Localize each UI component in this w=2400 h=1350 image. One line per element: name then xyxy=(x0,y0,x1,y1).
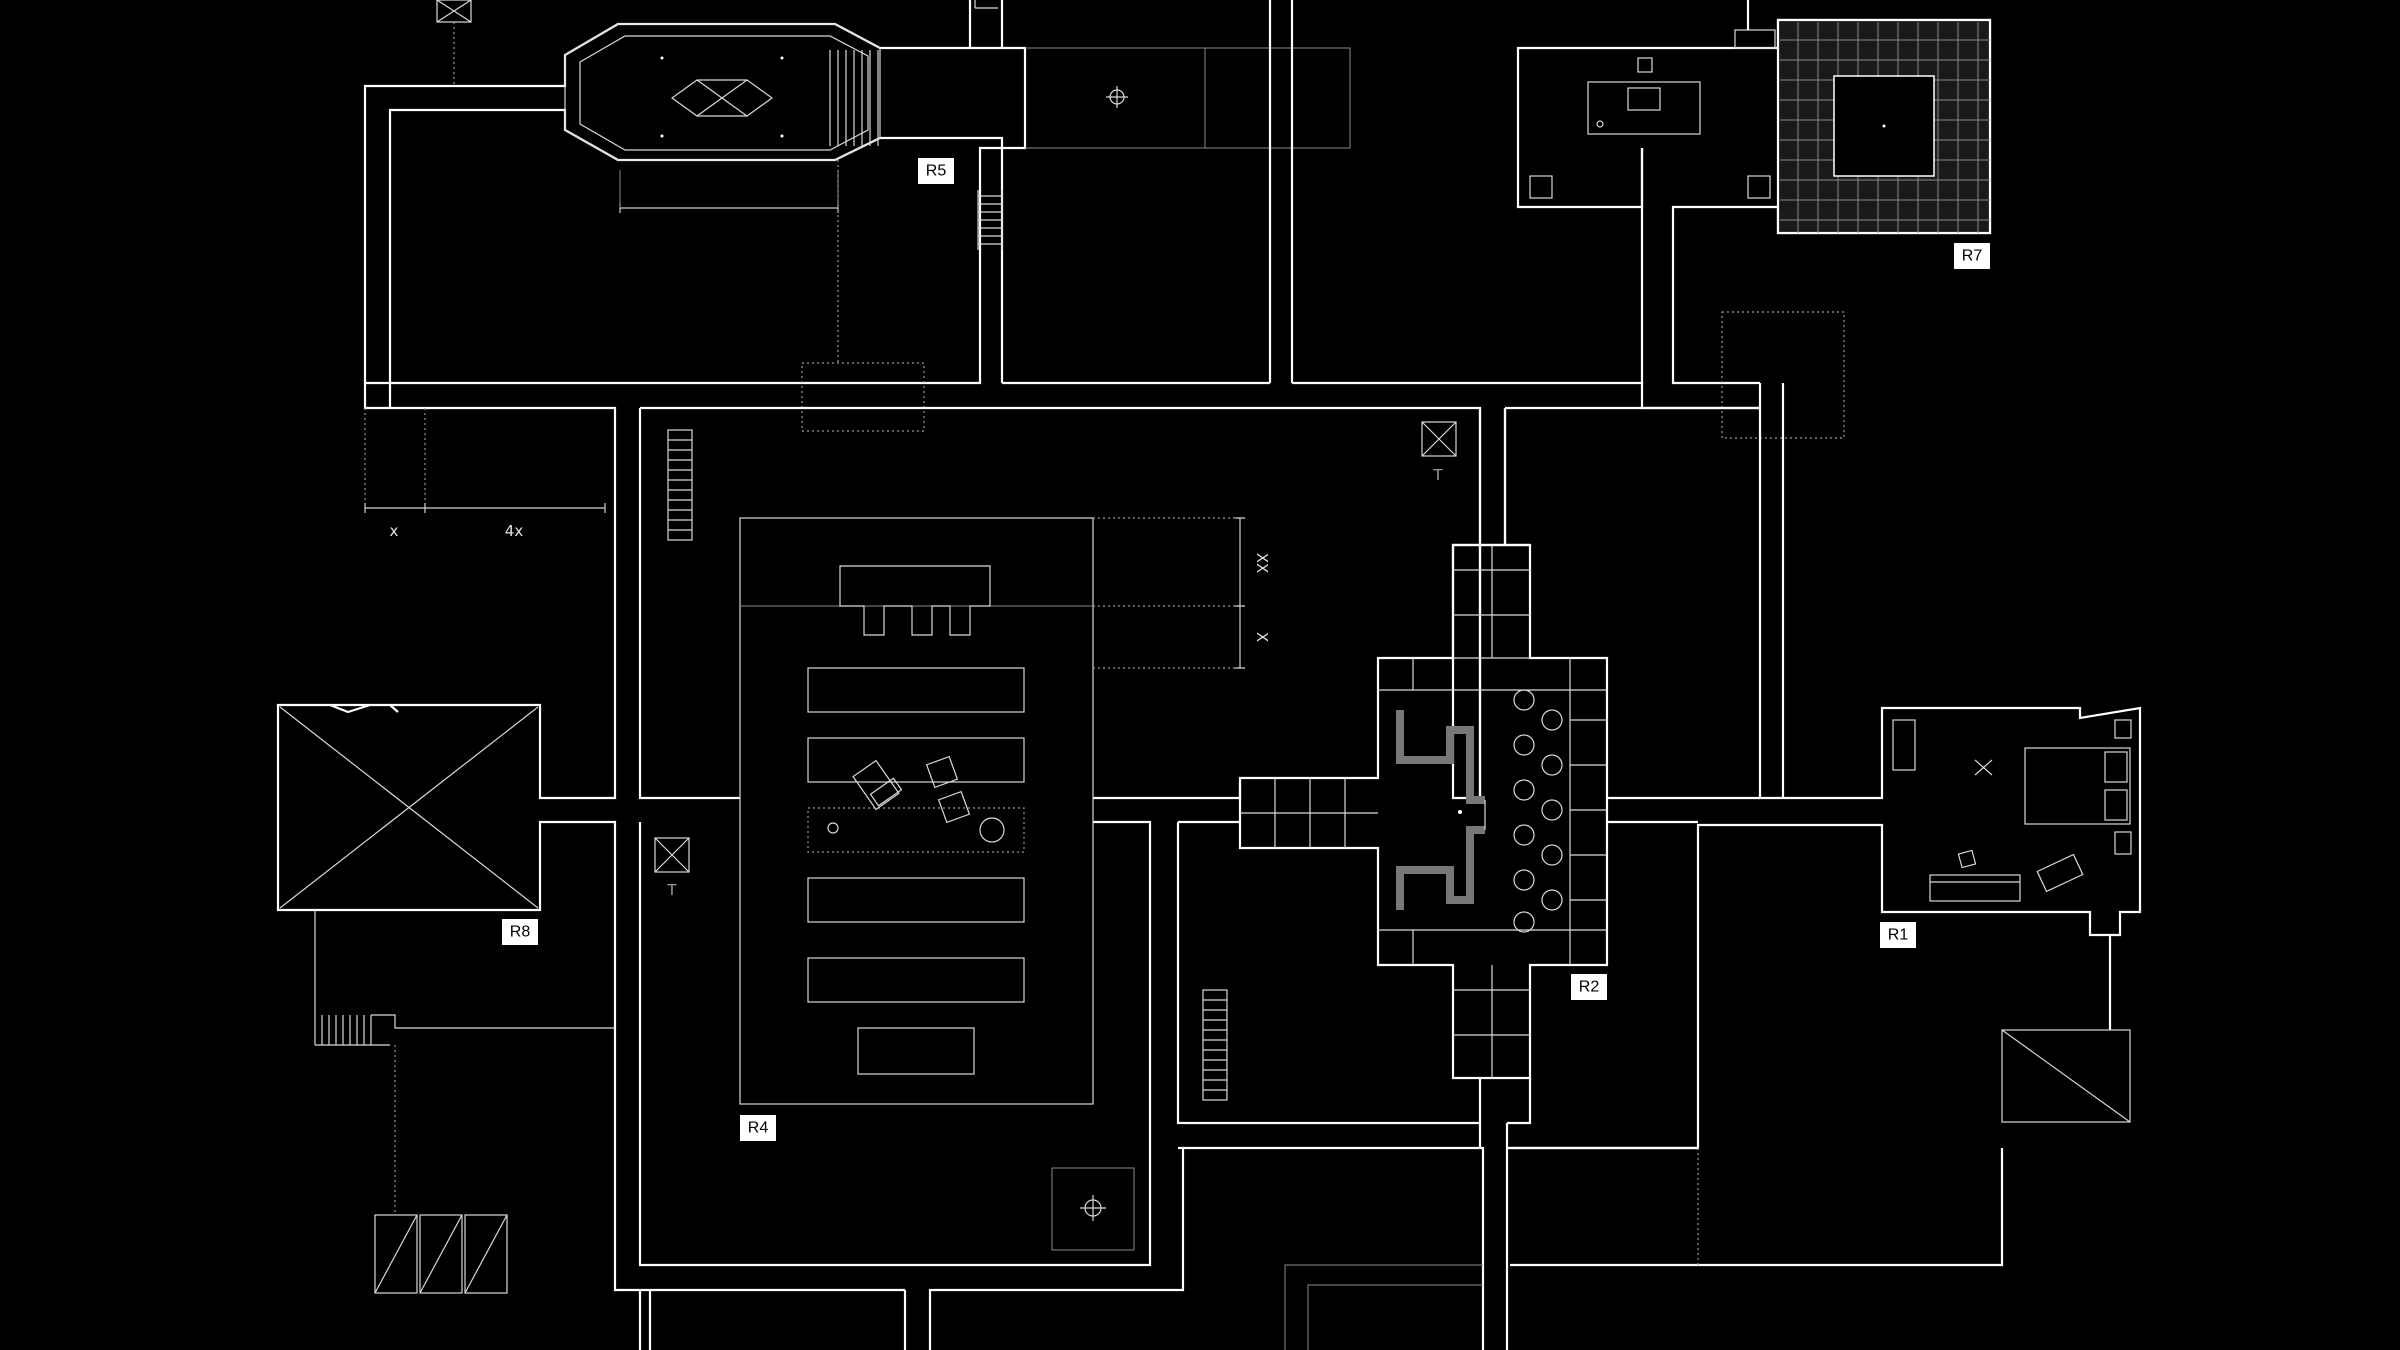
room-r8-area xyxy=(276,383,1185,1350)
crosshair-icon xyxy=(1051,1167,1135,1251)
room-label-r2-text: R2 xyxy=(1579,979,1600,996)
room-label-r5[interactable]: R5 xyxy=(918,158,954,184)
stairs-icon xyxy=(977,190,1003,250)
room-r4-area xyxy=(638,406,1482,1267)
room-r7-area xyxy=(1516,0,1992,439)
room-label-r4[interactable]: R4 xyxy=(740,1115,776,1141)
table-icon xyxy=(1587,57,1701,135)
room-label-r1[interactable]: R1 xyxy=(1880,922,1916,948)
dimension-labels: x 4x XX X xyxy=(390,522,1271,642)
stairs-icon xyxy=(1202,989,1228,1101)
room-r5-area xyxy=(363,0,1644,432)
stairs-icon xyxy=(314,1015,372,1045)
room-label-r8-text: R8 xyxy=(510,924,531,941)
valve-icon xyxy=(1513,689,1563,933)
room-label-r7[interactable]: R7 xyxy=(1954,243,1990,269)
elevator-icon xyxy=(374,1214,508,1294)
stairs-icon xyxy=(829,50,879,146)
stairs-icon xyxy=(667,429,693,541)
room-label-r2[interactable]: R2 xyxy=(1571,974,1607,1000)
room-label-r7-text: R7 xyxy=(1962,248,1983,265)
dim-double-x: XX xyxy=(1253,553,1271,574)
t-marker-upper: T xyxy=(1432,466,1443,484)
room-label-r5-text: R5 xyxy=(926,163,947,180)
dim-unit-x: x xyxy=(390,522,399,540)
crosshair-icon xyxy=(1106,86,1128,108)
room-label-r4-text: R4 xyxy=(748,1120,769,1137)
room-r2-area xyxy=(1176,406,1760,1350)
t-marker-lower: T xyxy=(666,881,677,899)
dim-single-x: X xyxy=(1253,632,1271,642)
room-label-r8[interactable]: R8 xyxy=(502,919,538,945)
room-label-r1-text: R1 xyxy=(1888,927,1909,944)
bed-icon xyxy=(2024,747,2131,825)
dim-four-x: 4x xyxy=(505,522,524,540)
room-r1-area xyxy=(1510,383,2142,1267)
table-icon xyxy=(827,755,1005,843)
table-icon xyxy=(670,79,774,117)
t-markers: T T xyxy=(666,466,1443,899)
